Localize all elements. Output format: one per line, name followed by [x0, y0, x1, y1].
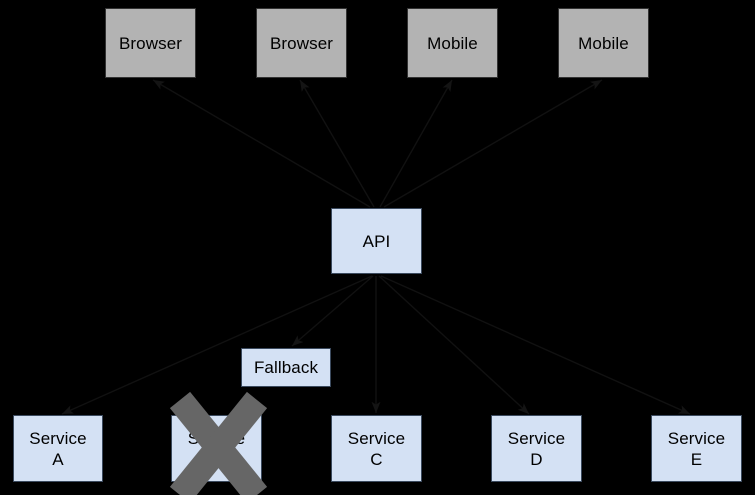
edge-api-to-browser-1 — [152, 79, 371, 208]
node-service-b[interactable]: Service B — [171, 415, 262, 482]
node-service-e[interactable]: Service E — [651, 415, 742, 482]
node-browser-2[interactable]: Browser — [256, 8, 347, 78]
edge-api-to-fallback — [291, 275, 374, 347]
node-mobile-1[interactable]: Mobile — [407, 8, 498, 78]
node-mobile-1-label: Mobile — [427, 33, 478, 53]
node-api-label: API — [362, 231, 391, 251]
edge-api-to-browser-2 — [299, 79, 375, 208]
node-service-a[interactable]: Service A — [13, 415, 103, 482]
node-service-b-label: Service B — [187, 428, 246, 469]
node-fallback[interactable]: Fallback — [241, 348, 331, 387]
node-service-d[interactable]: Service D — [491, 415, 582, 482]
node-browser-1-label: Browser — [118, 33, 183, 53]
node-browser-2-label: Browser — [269, 33, 334, 53]
node-service-e-label: Service E — [667, 428, 726, 469]
node-browser-1[interactable]: Browser — [105, 8, 196, 78]
edge-api-to-mobile-2 — [383, 79, 603, 208]
node-service-d-label: Service D — [507, 428, 566, 469]
edge-api-to-service-a — [61, 275, 373, 415]
edge-api-to-service-e — [380, 275, 691, 415]
edge-api-to-mobile-1 — [379, 79, 453, 208]
edge-api-to-service-d — [378, 275, 530, 415]
node-fallback-label: Fallback — [253, 358, 319, 377]
node-service-c[interactable]: Service C — [331, 415, 422, 482]
node-api[interactable]: API — [331, 208, 422, 274]
node-mobile-2[interactable]: Mobile — [558, 8, 649, 78]
node-service-a-label: Service A — [29, 428, 87, 469]
node-mobile-2-label: Mobile — [578, 33, 629, 53]
node-service-c-label: Service C — [347, 428, 406, 469]
